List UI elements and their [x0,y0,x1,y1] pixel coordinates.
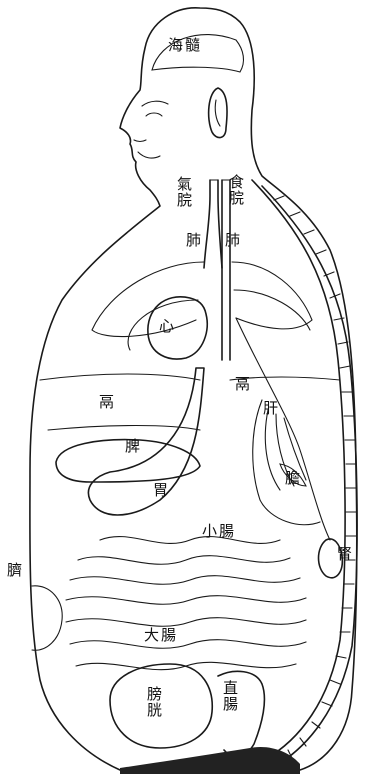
pelvic-floor [120,747,300,774]
trachea-tube [204,180,210,268]
label-diaphragm-right: 鬲 [234,376,249,392]
label-heart: 心 [158,318,173,334]
eyebrow [142,101,168,106]
small-intestine-folds [66,537,306,670]
label-stomach: 胃 [152,482,167,498]
label-large-intestine: 大腸 [144,628,178,643]
label-rectum: 直腸 [222,680,237,712]
mouth [138,152,160,158]
liver-shape [236,318,330,540]
label-gallbladder: 膽 [284,470,299,486]
label-brain-sea: 海髓 [168,38,202,53]
label-esophagus: 食脘 [228,174,243,206]
label-trachea: 氣脘 [176,176,191,208]
label-kidney: 腎 [336,546,351,562]
lung-right-shape [232,262,312,329]
ear [209,88,227,138]
label-spleen: 脾 [124,438,139,454]
diaphragm-line [40,374,200,380]
label-navel: 臍 [6,562,21,578]
label-lung-right: 肺 [224,232,239,248]
navel-curve [32,586,62,650]
label-diaphragm-left: 鬲 [98,394,113,410]
eye [146,113,162,116]
label-lung-left: 肺 [185,232,200,248]
stomach-shape [88,368,204,515]
label-bladder: 膀胱 [146,686,161,718]
label-small-intestine: 小腸 [202,524,236,539]
label-liver: 肝 [262,400,277,416]
